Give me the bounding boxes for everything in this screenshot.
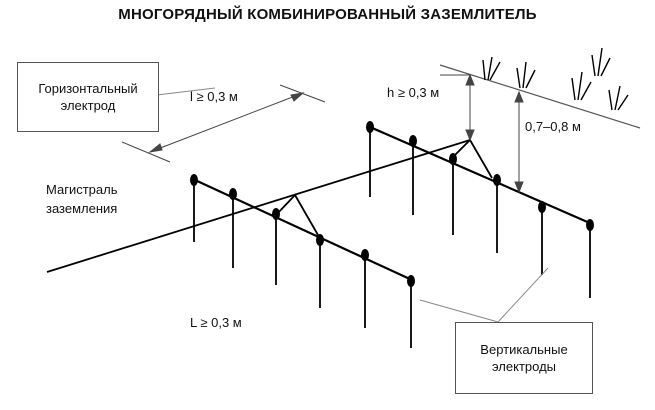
horizontal-electrode-label-line1: Горизонтальный [38, 81, 138, 96]
junction-front [276, 193, 319, 236]
grass-icon [482, 47, 629, 111]
horizontal-electrode-back [369, 125, 593, 226]
vertical-electrode-heads-front [190, 174, 415, 287]
dimension-l [121, 84, 326, 163]
length-L-label: L ≥ 0,3 м [190, 315, 242, 330]
spacing-l-label: l ≥ 0,3 м [190, 89, 238, 104]
vertical-electrodes-label-box: Вертикальные электроды [455, 322, 593, 394]
horizontal-electrode-label-box: Горизонтальный электрод [17, 62, 159, 132]
depth-h-label: h ≥ 0,3 м [387, 85, 440, 100]
diagram-title: МНОГОРЯДНЫЙ КОМБИНИРОВАННЫЙ ЗАЗЕМЛИТЕЛЬ [118, 6, 537, 23]
main-line-label: Магистраль заземления [46, 180, 117, 218]
vertical-electrodes-front [193, 180, 412, 348]
vertical-electrodes-label-line1: Вертикальные [480, 342, 568, 357]
leader-lines [156, 87, 549, 323]
dimension-h [440, 73, 475, 142]
main-line-label-line2: заземления [46, 201, 118, 216]
depth-range-label: 0,7–0,8 м [525, 119, 581, 134]
ground-surface-line [439, 64, 641, 129]
vertical-electrodes-back [369, 127, 591, 298]
main-grounding-line [46, 139, 471, 273]
horizontal-electrode-front [194, 179, 413, 281]
main-line-label-line1: Магистраль [46, 182, 118, 197]
vertical-electrode-heads-back [366, 121, 594, 231]
horizontal-electrode-label-line2: электрод [60, 98, 116, 113]
vertical-electrodes-label-line2: электроды [491, 359, 557, 374]
dimension-depth [514, 90, 524, 194]
